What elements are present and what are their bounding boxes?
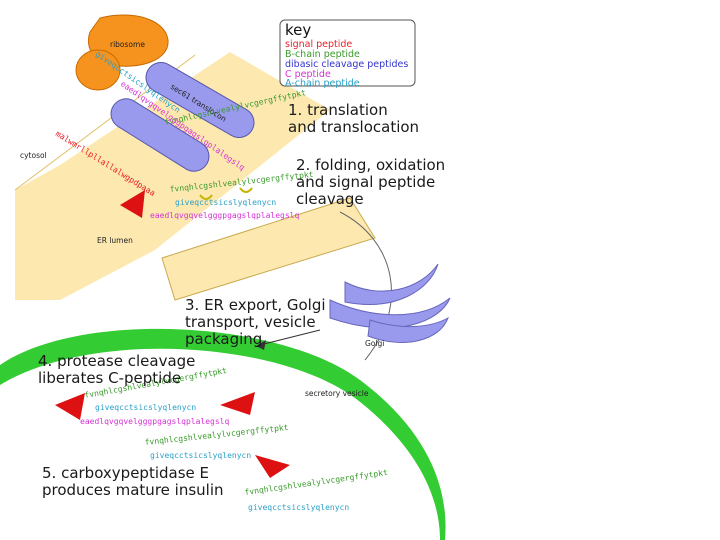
protease-right-icon [220,392,255,415]
vesicle-label: secretory vesicle [305,389,369,398]
key-item-dibasic: dibasic cleavage peptides [285,59,408,70]
step-5-line-1: 5. carboxypeptidase E [42,464,209,482]
export-arrow [259,329,321,346]
step-2-line-2: and signal peptide [296,173,435,191]
ribosome: ribosome [75,14,169,91]
step-4-line-1: 4. protease cleavage [38,352,195,370]
c-peptide-folded: eaedlqvgqvelgggpgagslqplalegslq [150,211,299,220]
step-1-line-2: and translocation [288,118,419,136]
a-chain-folded: giveqcctsicslyqlenycn [175,198,276,207]
signal-peptidase-icon [120,190,145,218]
c-peptide-vesicle: eaedlqvgqvelgggpgagslqplalegslq [80,417,229,426]
step-3-line-2: transport, vesicle [185,313,316,331]
golgi-stack [329,263,451,343]
protease-left-icon [55,393,85,420]
secretory-vesicle-membrane [0,328,446,540]
golgi-label: Golgi [365,339,384,348]
ribosome-label: ribosome [110,40,145,49]
b-chain-intermediate: fvnqhlcgshlvealylvcgergffytpkt [144,423,289,447]
transport-membrane [161,197,376,301]
key-item-a-chain: A-chain peptide [285,78,360,89]
step-2-line-3: cleavage [296,190,364,208]
b-chain-mature: fvnqhlcgshlvealylvcgergffytpkt [244,468,389,497]
step-3-line-1: 3. ER export, Golgi [185,296,326,314]
export-arrowhead-icon [256,340,266,350]
er-lumen-label: ER lumen [97,236,133,245]
key-title: key [285,21,311,39]
step-3-line-3: packaging [185,330,262,348]
a-chain-vesicle: giveqcctsicslyqlenycn [95,403,196,412]
step-4-line-2: liberates C-peptide [38,369,181,387]
a-chain-intermediate: giveqcctsicslyqlenycn [150,451,251,460]
carboxypeptidase-icon [255,455,290,478]
step-5-line-2: produces mature insulin [42,481,224,499]
key-legend: key signal peptide B-chain peptide dibas… [279,19,416,89]
key-item-b-chain: B-chain peptide [285,49,360,60]
a-chain-mature: giveqcctsicslyqlenycn [248,503,349,512]
disulfide-bond [199,187,253,200]
step-1-line-1: 1. translation [288,101,388,119]
key-item-c-peptide: C peptide [285,69,331,80]
cytosol-label: cytosol [20,151,47,160]
step-2-line-1: 2. folding, oxidation [296,156,445,174]
key-item-signal: signal peptide [285,39,352,50]
